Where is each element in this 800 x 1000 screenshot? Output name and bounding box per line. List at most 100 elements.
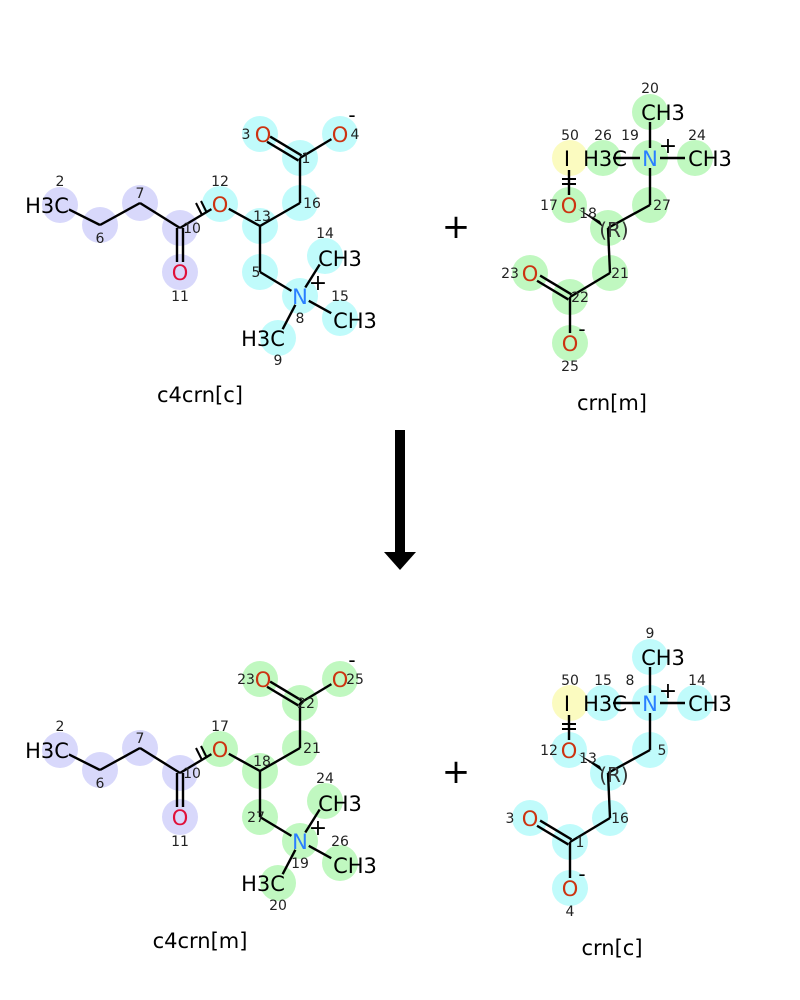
double-bond-line <box>536 824 570 846</box>
negative-charge: - <box>578 317 585 341</box>
molecule-name: crn[c] <box>581 936 642 960</box>
atom-index: 11 <box>171 289 189 305</box>
double-bond-line <box>266 140 300 162</box>
atom-highlight <box>632 639 668 675</box>
atom-index: 20 <box>641 81 659 97</box>
atom-highlight <box>552 325 588 361</box>
atom-label: CH3 <box>333 854 377 878</box>
single-bond <box>259 270 293 292</box>
atom-index: 2 <box>56 719 65 735</box>
atom-label: O <box>212 738 229 762</box>
atom-highlight <box>632 94 668 130</box>
atom-index: 19 <box>291 856 309 872</box>
atom-index: 1 <box>302 151 311 167</box>
single-bond <box>228 752 261 773</box>
atom-label: I <box>564 692 570 716</box>
atom-highlight <box>42 187 78 223</box>
atom-highlight <box>585 140 621 176</box>
atom-label: H3C <box>25 739 69 763</box>
hash-mark <box>195 747 203 761</box>
single-bond <box>259 746 301 773</box>
atom-index: 16 <box>611 811 629 827</box>
atom-index: 24 <box>316 771 334 787</box>
atom-index: 9 <box>646 626 655 642</box>
atom-index: 12 <box>211 174 229 190</box>
atom-index: 8 <box>296 311 305 327</box>
atom-label: CH3 <box>641 646 685 670</box>
double-bond-line <box>266 685 300 707</box>
atom-index: 25 <box>346 672 364 688</box>
atom-highlight <box>677 140 713 176</box>
atom-highlight <box>551 187 587 223</box>
atom-label: O <box>561 194 578 218</box>
double-bond-line <box>269 680 303 702</box>
atom-label: O <box>561 739 578 763</box>
atom-label: N <box>642 692 658 716</box>
atom-label: H3C <box>583 692 627 716</box>
atom-index: 17 <box>211 719 229 735</box>
atom-index: 8 <box>626 673 635 689</box>
hash-mark <box>200 200 208 214</box>
atom-index: 4 <box>566 904 575 920</box>
stereo-descriptor: (R) <box>599 218 629 242</box>
atom-label: N <box>292 285 308 309</box>
single-bond <box>228 207 261 228</box>
single-bond <box>308 299 332 315</box>
single-bond <box>99 201 141 227</box>
single-bond <box>259 201 301 228</box>
atom-highlight <box>677 685 713 721</box>
reaction-plus-top: + <box>442 207 471 247</box>
molecule-highlights <box>512 94 713 361</box>
single-bond <box>569 816 611 844</box>
double-bond-line <box>536 279 570 301</box>
single-bond <box>304 808 321 834</box>
atom-index: 6 <box>96 231 105 247</box>
single-bond <box>606 227 612 274</box>
single-bond <box>299 138 333 160</box>
positive-charge: + <box>659 134 677 159</box>
single-bond <box>139 201 181 230</box>
molecule-bonds <box>68 680 333 875</box>
atom-label: O <box>522 807 539 831</box>
atom-label: O <box>212 193 229 217</box>
atom-label: CH3 <box>318 247 362 271</box>
arrow-shaft <box>395 430 405 555</box>
atom-label: CH3 <box>318 792 362 816</box>
atom-index: 23 <box>237 672 255 688</box>
single-bond <box>606 772 612 819</box>
hash-mark <box>195 202 203 216</box>
atom-label: CH3 <box>333 309 377 333</box>
atom-index: 21 <box>611 266 629 282</box>
atom-index: 26 <box>594 128 612 144</box>
atom-label: O <box>332 668 349 692</box>
atom-index: 14 <box>316 226 334 242</box>
atom-highlight <box>632 685 668 721</box>
atom-label: I <box>564 147 570 171</box>
atom-index: 14 <box>688 673 706 689</box>
atom-highlight <box>552 685 588 721</box>
atom-label: CH3 <box>641 101 685 125</box>
stereo-descriptor: (R) <box>599 763 629 787</box>
atom-index: 16 <box>303 196 321 212</box>
atom-index: 1 <box>576 835 585 851</box>
double-bond-line <box>269 135 303 157</box>
atom-highlight <box>42 732 78 768</box>
single-bond <box>139 746 181 775</box>
wedge-bond <box>578 209 603 227</box>
atom-highlight <box>282 823 318 859</box>
atom-index: 3 <box>242 127 251 143</box>
atom-index: 2 <box>56 174 65 190</box>
atom-index: 5 <box>252 265 261 281</box>
atom-index: 12 <box>540 743 558 759</box>
atom-index: 6 <box>96 776 105 792</box>
atom-label: O <box>172 806 189 830</box>
atom-index: 27 <box>247 810 265 826</box>
atom-index: 20 <box>269 898 287 914</box>
atom-highlight <box>322 845 358 881</box>
atom-index: 3 <box>506 811 515 827</box>
molecule-bonds <box>536 667 685 878</box>
